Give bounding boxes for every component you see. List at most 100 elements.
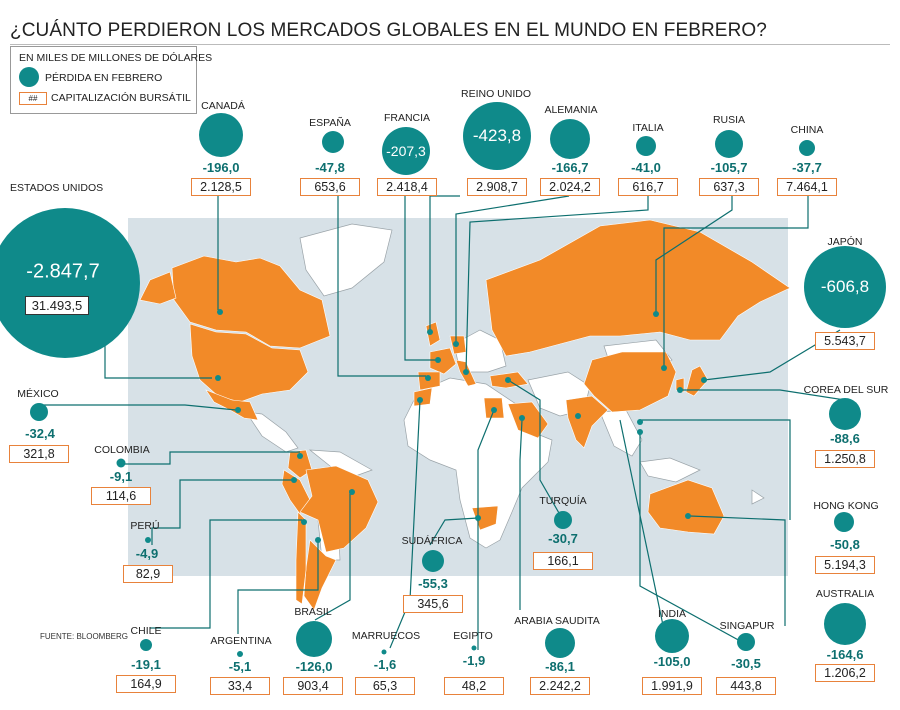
circle-rusia: [715, 130, 743, 158]
circle-peru: [145, 537, 151, 543]
cap-espana: 653,6: [300, 178, 360, 196]
label-alemania: ALEMANIA: [544, 104, 598, 116]
label-argentina: ARGENTINA: [210, 635, 272, 647]
legend-cap-label: CAPITALIZACIÓN BURSÁTIL: [51, 92, 191, 104]
dot-alemania: [453, 341, 459, 347]
dot-argentina: [315, 537, 321, 543]
loss-japon: -606,8: [820, 277, 870, 296]
india-shape: [565, 395, 609, 449]
cap-arabia-saudita: 2.242,2: [530, 677, 590, 695]
label-reino-unido: REINO UNIDO: [460, 88, 532, 100]
usa-shape: [189, 323, 309, 403]
loss-corea-del-sur: -88,6: [830, 431, 860, 446]
label-mexico: MÉXICO: [17, 388, 59, 400]
leader-india: [619, 419, 665, 631]
greenland-shape: [299, 223, 393, 297]
dot-canada: [217, 309, 223, 315]
cap-hong-kong: 5.194,3: [815, 556, 875, 574]
cap-rusia: 637,3: [699, 178, 759, 196]
leader-francia: [404, 196, 436, 361]
china-shape: [583, 351, 677, 413]
alaska-shape: [139, 271, 177, 305]
circle-argentina: [237, 651, 243, 657]
loss-reino-unido: -423,8: [472, 126, 522, 145]
loss-turquia: -30,7: [548, 531, 578, 546]
title-divider: [10, 44, 890, 45]
circle-egipto: [471, 645, 477, 651]
cap-china: 7.464,1: [777, 178, 837, 196]
circle-china: [799, 140, 815, 156]
label-estados-unidos: ESTADOS UNIDOS: [10, 182, 104, 194]
label-rusia: RUSIA: [712, 114, 746, 126]
loss-singapur: -30,5: [731, 656, 761, 671]
cap-canada: 2.128,5: [191, 178, 251, 196]
loss-peru: -4,9: [135, 546, 159, 561]
brasil-shape: [299, 465, 379, 553]
cap-singapur: 443,8: [716, 677, 776, 695]
circle-marruecos: [381, 649, 387, 655]
label-corea-del-sur: COREA DEL SUR: [803, 384, 889, 396]
label-sudafrica: SUDÁFRICA: [401, 535, 463, 547]
loss-australia: -164,6: [826, 647, 864, 662]
loss-china: -37,7: [792, 160, 822, 175]
legend-cap-box: ##: [19, 92, 47, 105]
dot-china: [661, 365, 667, 371]
circle-alemania: [550, 119, 590, 159]
cap-colombia: 114,6: [91, 487, 151, 505]
dot-turquia: [505, 377, 511, 383]
leader-brasil: [314, 490, 351, 621]
label-china: CHINA: [790, 124, 824, 136]
dot-mexico: [235, 407, 241, 413]
cap-egipto: 48,2: [444, 677, 504, 695]
legend-unit: EN MILES DE MILLONES DE DÓLARES: [19, 52, 213, 64]
dot-india: [575, 413, 581, 419]
leader-reino-unido: [429, 195, 460, 330]
label-turquia: TURQUÍA: [539, 495, 587, 507]
dot-rusia: [653, 311, 659, 317]
dot-chile: [301, 519, 307, 525]
cap-australia: 1.206,2: [815, 664, 875, 682]
label-espana: ESPAÑA: [309, 117, 351, 129]
legend: EN MILES DE MILLONES DE DÓLARES PÉRDIDA …: [10, 46, 212, 114]
indonesia-shape: [639, 457, 701, 483]
circle-reino-unido: [463, 102, 531, 170]
rusia-shape: [485, 219, 791, 357]
source-note: FUENTE: BLOOMBERG: [40, 632, 129, 641]
circle-hong-kong: [834, 512, 854, 532]
loss-espana: -47,8: [315, 160, 345, 175]
cap-francia: 2.418,4: [377, 178, 437, 196]
loss-alemania: -166,7: [551, 160, 589, 175]
loss-brasil: -126,0: [295, 659, 333, 674]
dot-arabia-saudita: [519, 415, 525, 421]
circle-chile: [140, 639, 152, 651]
cap-marruecos: 65,3: [355, 677, 415, 695]
chart-title: ¿CUÁNTO PERDIERON LOS MERCADOS GLOBALES …: [10, 20, 767, 41]
australia-shape: [647, 479, 725, 535]
circle-mexico: [30, 403, 48, 421]
loss-india: -105,0: [653, 654, 691, 669]
dot-egipto: [491, 407, 497, 413]
loss-rusia: -105,7: [710, 160, 748, 175]
leader-rusia: [655, 196, 733, 312]
cap-corea-del-sur: 1.250,8: [815, 450, 875, 468]
leader-singapur: [639, 430, 743, 643]
cap-india: 1.991,9: [642, 677, 702, 695]
dot-francia: [435, 357, 441, 363]
marruecos-shape: [413, 387, 433, 407]
mexico-shape: [205, 389, 259, 421]
dot-estados-unidos: [215, 375, 221, 381]
circle-australia: [824, 603, 866, 645]
loss-francia: -207,3: [386, 143, 426, 159]
label-australia: AUSTRALIA: [815, 588, 875, 600]
circle-canada: [199, 113, 243, 157]
loss-argentina: -5,1: [228, 659, 252, 674]
circle-japon: [804, 246, 886, 328]
cap-sudafrica: 345,6: [403, 595, 463, 613]
dot-brasil: [349, 489, 355, 495]
cap-mexico: 321,8: [9, 445, 69, 463]
label-india: INDIA: [657, 608, 687, 620]
cap-japon: 5.543,7: [815, 332, 875, 350]
circle-estados-unidos: [0, 208, 140, 358]
leader-hong-kong: [640, 419, 791, 520]
dot-singapur: [637, 429, 643, 435]
